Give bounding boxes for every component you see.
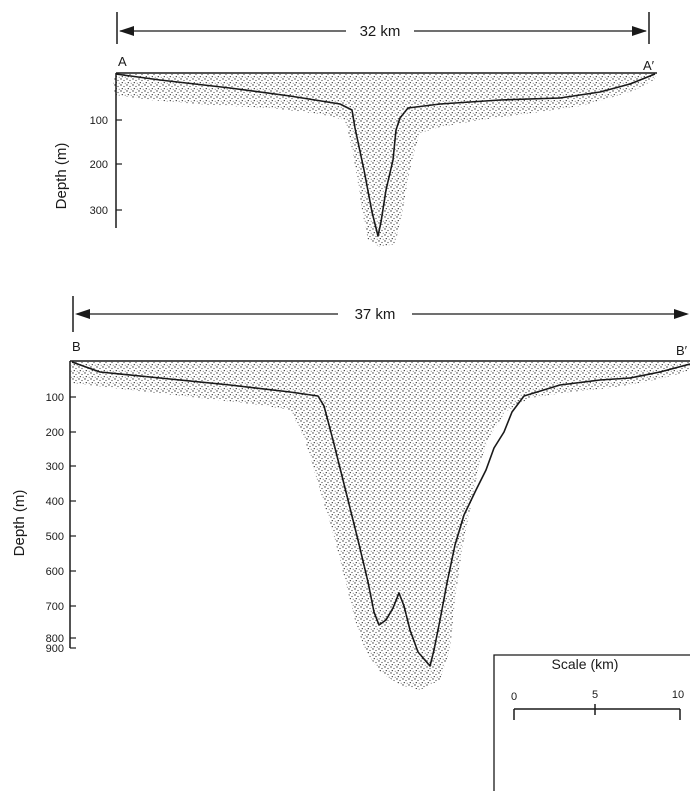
profile-b-sediment-layer (70, 362, 690, 690)
profile-b-depth-axis: 100 200 300 400 500 600 700 800 900 Dept… (11, 361, 76, 655)
profile-a-depth-tick: 200 (90, 159, 108, 171)
profile-a-seafloor-line (115, 73, 656, 237)
scale-title: Scale (km) (552, 656, 619, 672)
profile-b-depth-tick: 500 (46, 531, 64, 543)
profile-b-depth-tick: 900 (46, 643, 64, 655)
profile-b-depth-tick: 100 (46, 392, 64, 404)
profile-a-depth-axis: 100 200 300 Depth (m) (53, 73, 122, 228)
profile-b-axis-title: Depth (m) (11, 490, 28, 557)
profile-a-end-label: A′ (643, 58, 655, 73)
scale-tick-label: 5 (592, 689, 598, 701)
scale-bar (513, 704, 681, 720)
profile-a-width-dimension: 32 km (116, 12, 650, 44)
profile-a: 32 km A A′ 100 200 300 Depth (m) (53, 12, 657, 247)
profile-b-depth-tick: 400 (46, 496, 64, 508)
profile-a-depth-tick: 100 (90, 115, 108, 127)
profile-b-start-label: B (72, 339, 81, 354)
scale-box: Scale (km) 0 5 10 (493, 654, 690, 791)
profile-a-width-label: 32 km (360, 23, 401, 40)
profile-b-depth-tick: 600 (46, 566, 64, 578)
scale-tick-label: 0 (511, 691, 517, 703)
profile-b-end-label: B′ (676, 343, 688, 358)
profile-b-depth-tick: 200 (46, 427, 64, 439)
profile-b-width-label: 37 km (355, 306, 396, 323)
scale-tick-label: 10 (672, 689, 684, 701)
profile-b-depth-tick: 700 (46, 601, 64, 613)
profile-b-width-dimension: 37 km (72, 296, 689, 332)
profile-b-depth-tick: 800 (46, 633, 64, 645)
profile-b: 37 km B B′ 100 200 300 400 500 600 (11, 296, 690, 690)
profile-a-depth-tick: 300 (90, 205, 108, 217)
profile-a-axis-title: Depth (m) (53, 143, 70, 210)
profile-b-depth-tick: 300 (46, 461, 64, 473)
profile-a-start-label: A (118, 54, 127, 69)
profile-b-seafloor-line (71, 361, 690, 667)
profile-a-sediment-layer (113, 74, 657, 247)
